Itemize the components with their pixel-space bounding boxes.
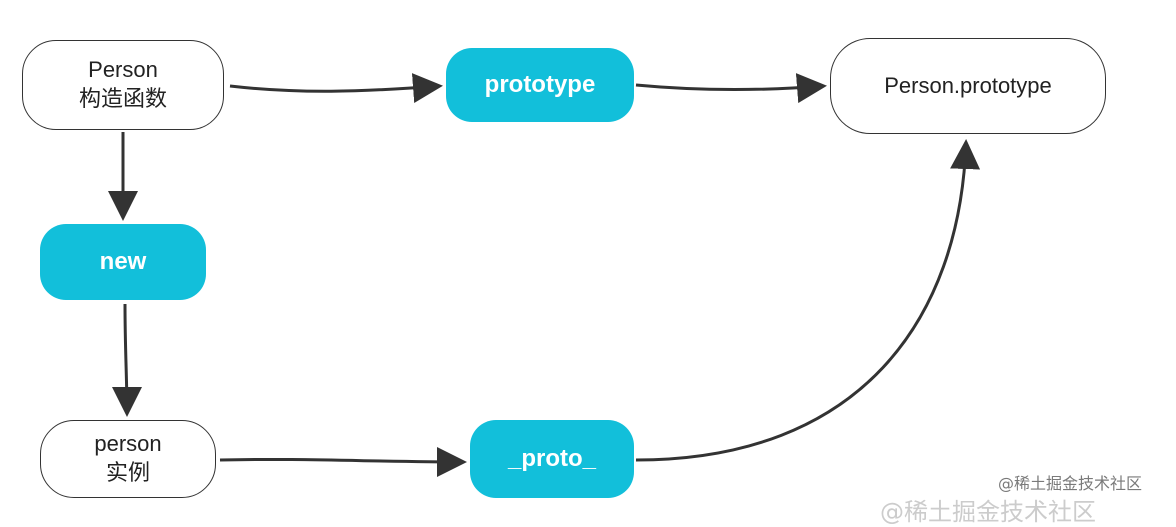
person-constructor-desc: 构造函数 bbox=[78, 86, 167, 111]
person-instance-desc: 实例 bbox=[105, 460, 150, 485]
person-instance-node: person 实例 bbox=[40, 420, 216, 498]
proto-link-pill: _proto_ bbox=[470, 420, 634, 498]
arrow-instance-to-proto bbox=[219, 446, 467, 477]
person-prototype-node: Person.prototype bbox=[830, 38, 1106, 134]
person-instance-name: person bbox=[94, 431, 162, 457]
person-constructor-node: Person 构造函数 bbox=[22, 40, 224, 130]
new-link-label: new bbox=[99, 248, 147, 276]
new-link-pill: new bbox=[40, 224, 206, 300]
prototype-link-label: prototype bbox=[484, 71, 596, 99]
arrow-new-to-instance bbox=[111, 303, 142, 417]
arrow-proto-to-proto-obj bbox=[635, 139, 981, 462]
arrow-prototype-to-proto-obj bbox=[635, 73, 827, 104]
connector-layer bbox=[108, 73, 981, 477]
proto-link-label: _proto_ bbox=[507, 445, 596, 473]
prototype-link-pill: prototype bbox=[446, 48, 634, 122]
watermark: @稀土掘金技术社区 bbox=[998, 474, 1143, 493]
prototype-chain-diagram: Person 构造函数 Person.prototype person 实例 p… bbox=[22, 38, 1143, 526]
arrow-ctor-to-prototype bbox=[229, 73, 443, 103]
person-constructor-name: Person bbox=[88, 57, 158, 83]
person-prototype-label: Person.prototype bbox=[884, 72, 1052, 98]
